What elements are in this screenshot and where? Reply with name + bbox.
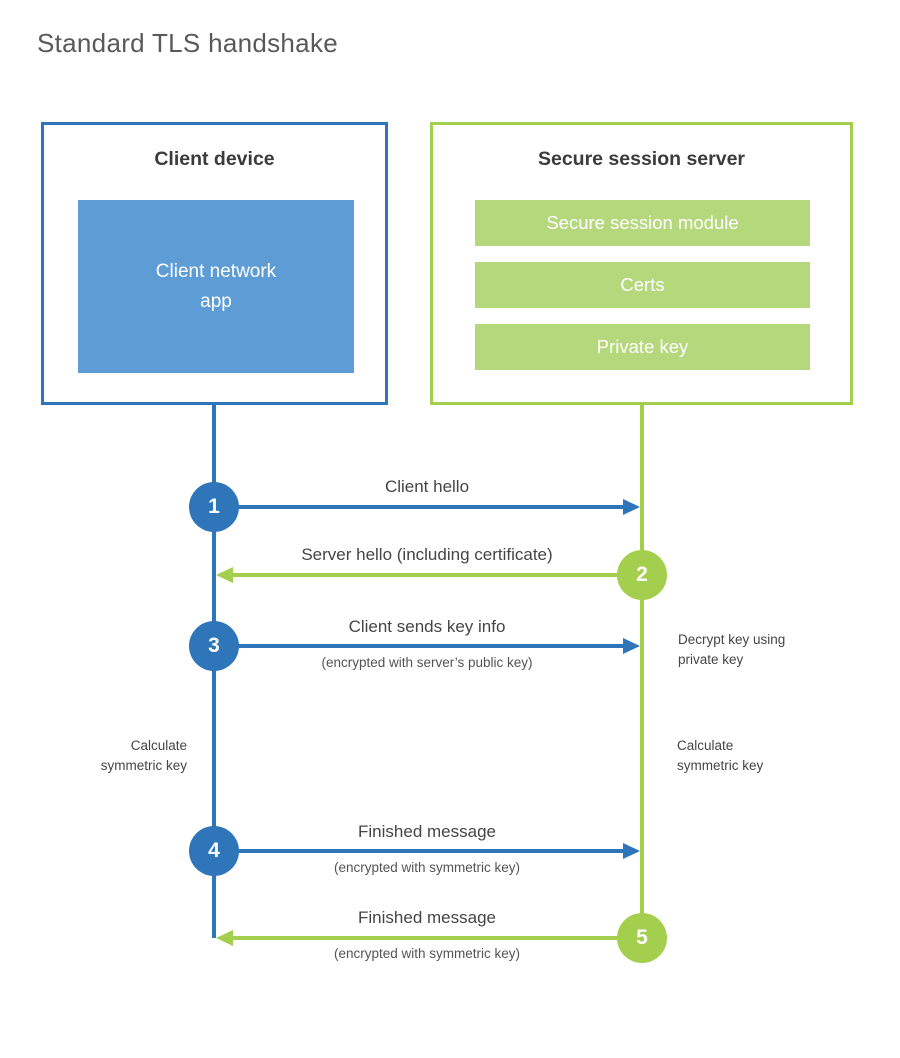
client-lifeline — [212, 405, 216, 938]
step-3-sublabel: (encrypted with server’s public key) — [321, 655, 533, 670]
step-1-label: Client hello — [384, 477, 470, 496]
step-5-circle: 5 — [617, 913, 667, 963]
step-4-arrowhead-icon — [623, 843, 640, 859]
page-title: Standard TLS handshake — [37, 28, 339, 58]
step-5-arrowhead-icon — [216, 930, 233, 946]
step-3-arrowhead-icon — [623, 638, 640, 654]
step-5-sublabel: (encrypted with symmetric key) — [333, 946, 521, 961]
step-2-label: Server hello (including certificate) — [301, 545, 553, 564]
client-network-app-box: Client network app — [78, 200, 354, 373]
step-3-arrow-line — [216, 644, 623, 648]
step-2-arrowhead-icon — [216, 567, 233, 583]
server-module-private-key: Private key — [475, 324, 810, 370]
step-4-label: Finished message — [358, 822, 496, 841]
step-5-label: Finished message — [358, 908, 496, 927]
step-1-circle: 1 — [189, 482, 239, 532]
step-1-arrow-line — [216, 505, 623, 509]
server-lifeline — [640, 405, 644, 940]
step-2-circle: 2 — [617, 550, 667, 600]
server-module-secure-session: Secure session module — [475, 200, 810, 246]
client-device-title: Client device — [154, 148, 275, 170]
step-1-arrowhead-icon — [623, 499, 640, 515]
secure-session-server-title: Secure session server — [537, 148, 746, 170]
step-2-arrow-line — [233, 573, 640, 577]
step-4-circle: 4 — [189, 826, 239, 876]
step-3-label: Client sends key info — [348, 617, 506, 636]
decrypt-key-note: Decrypt key using private key — [678, 632, 786, 667]
server-module-certs: Certs — [475, 262, 810, 308]
step-3-circle: 3 — [189, 621, 239, 671]
step-5-arrow-line — [233, 936, 640, 940]
step-4-arrow-line — [216, 849, 623, 853]
step-4-sublabel: (encrypted with symmetric key) — [333, 860, 521, 875]
calculate-symmetric-key-note-server: Calculate symmetric key — [677, 738, 764, 773]
calculate-symmetric-key-note-client: Calculate symmetric key — [100, 738, 187, 773]
